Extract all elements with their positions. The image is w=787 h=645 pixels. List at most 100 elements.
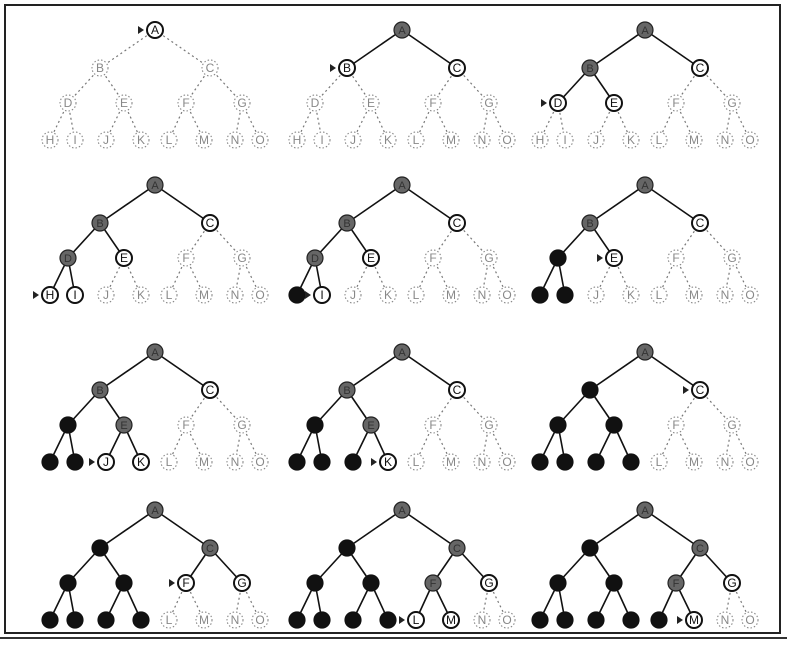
node-D	[59, 94, 77, 112]
node-label-F: F	[672, 251, 679, 265]
node-N	[226, 131, 244, 149]
node-label-C: C	[696, 61, 705, 75]
node-J	[97, 453, 115, 471]
node-label-E: E	[367, 420, 374, 432]
node-H	[41, 611, 59, 629]
node-label-L: L	[166, 288, 173, 302]
node-label-L: L	[413, 288, 420, 302]
node-label-K: K	[384, 133, 392, 147]
edge-A-B	[589, 509, 646, 549]
node-L	[650, 286, 668, 304]
node-C	[201, 539, 219, 557]
node-label-A: A	[398, 25, 406, 37]
node-label-I: I	[563, 133, 566, 147]
node-A	[146, 501, 164, 519]
current-node-marker-icon	[597, 254, 603, 262]
current-node-marker-icon	[541, 99, 547, 107]
node-M	[685, 131, 703, 149]
node-K	[379, 286, 397, 304]
node-label-E: E	[120, 420, 127, 432]
node-label-B: B	[343, 61, 351, 75]
node-label-C: C	[696, 383, 705, 397]
node-label-M: M	[199, 613, 209, 627]
node-label-A: A	[641, 347, 649, 359]
node-K	[132, 611, 150, 629]
node-label-N: N	[231, 288, 240, 302]
node-label-G: G	[237, 418, 246, 432]
node-J	[587, 453, 605, 471]
node-F	[667, 416, 685, 434]
node-F	[667, 94, 685, 112]
edge-A-B	[99, 29, 156, 69]
node-E	[605, 94, 623, 112]
node-B	[581, 59, 599, 77]
node-B	[338, 214, 356, 232]
node-D	[549, 574, 567, 592]
node-F	[667, 574, 685, 592]
node-label-O: O	[502, 133, 511, 147]
node-label-G: G	[727, 251, 736, 265]
node-H	[531, 131, 549, 149]
node-D	[306, 416, 324, 434]
node-O	[498, 131, 516, 149]
node-label-E: E	[610, 96, 618, 110]
node-G	[723, 94, 741, 112]
node-label-E: E	[367, 251, 375, 265]
node-M	[195, 131, 213, 149]
node-G	[233, 416, 251, 434]
current-node-marker-icon	[399, 616, 405, 624]
node-label-F: F	[672, 418, 679, 432]
node-label-C: C	[453, 383, 462, 397]
node-B	[91, 539, 109, 557]
node-M	[442, 286, 460, 304]
node-label-A: A	[151, 180, 159, 192]
node-N	[473, 131, 491, 149]
node-C	[691, 381, 709, 399]
node-label-E: E	[120, 251, 128, 265]
edge-A-B	[346, 509, 403, 549]
node-I	[313, 611, 331, 629]
edge-A-C	[401, 184, 458, 224]
node-label-I: I	[320, 133, 323, 147]
node-label-M: M	[446, 133, 456, 147]
node-A	[393, 501, 411, 519]
node-I	[66, 611, 84, 629]
node-N	[226, 453, 244, 471]
node-label-C: C	[206, 216, 215, 230]
node-N	[226, 611, 244, 629]
node-label-H: H	[46, 133, 55, 147]
node-F	[424, 94, 442, 112]
node-G	[723, 416, 741, 434]
node-D	[306, 94, 324, 112]
edge-A-C	[154, 509, 211, 549]
node-M	[685, 286, 703, 304]
node-label-A: A	[151, 23, 159, 37]
node-A	[393, 21, 411, 39]
node-label-M: M	[689, 133, 699, 147]
node-label-K: K	[627, 288, 635, 302]
node-label-A: A	[641, 25, 649, 37]
node-G	[723, 249, 741, 267]
edge-A-C	[644, 509, 701, 549]
node-label-F: F	[429, 418, 436, 432]
node-D	[306, 574, 324, 592]
node-label-N: N	[478, 455, 487, 469]
node-J	[97, 611, 115, 629]
node-J	[587, 611, 605, 629]
node-C	[448, 214, 466, 232]
node-label-A: A	[398, 180, 406, 192]
node-J	[97, 131, 115, 149]
node-label-F: F	[429, 251, 436, 265]
edge-A-C	[401, 351, 458, 391]
node-F	[667, 249, 685, 267]
node-M	[442, 611, 460, 629]
node-label-O: O	[502, 455, 511, 469]
node-O	[741, 286, 759, 304]
node-label-G: G	[727, 576, 736, 590]
node-label-F: F	[429, 96, 436, 110]
